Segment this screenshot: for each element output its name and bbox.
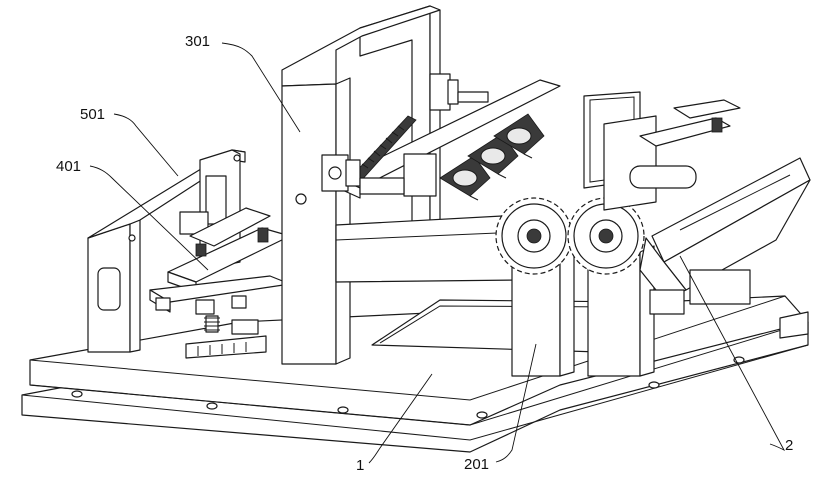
label-401: 401 bbox=[56, 158, 81, 175]
label-501: 501 bbox=[80, 106, 105, 123]
leader-501 bbox=[113, 113, 179, 177]
gear-right bbox=[567, 197, 645, 275]
callout-leaders bbox=[89, 42, 786, 464]
leader-201 bbox=[495, 343, 537, 463]
label-201: 201 bbox=[464, 456, 489, 473]
reference-labels: 301 501 401 1 201 2 bbox=[56, 33, 793, 474]
leader-1 bbox=[368, 373, 433, 464]
label-301: 301 bbox=[185, 33, 210, 50]
label-2: 2 bbox=[785, 437, 793, 454]
gear-left bbox=[495, 197, 573, 275]
jaw-row bbox=[439, 113, 545, 201]
leader-301 bbox=[221, 42, 301, 133]
gear-upright-201 bbox=[495, 197, 655, 377]
right-assembly-2 bbox=[583, 91, 811, 315]
leader-2 bbox=[679, 255, 786, 452]
grip-assembly bbox=[321, 73, 561, 201]
label-1: 1 bbox=[356, 457, 364, 474]
leader-401 bbox=[89, 165, 209, 271]
